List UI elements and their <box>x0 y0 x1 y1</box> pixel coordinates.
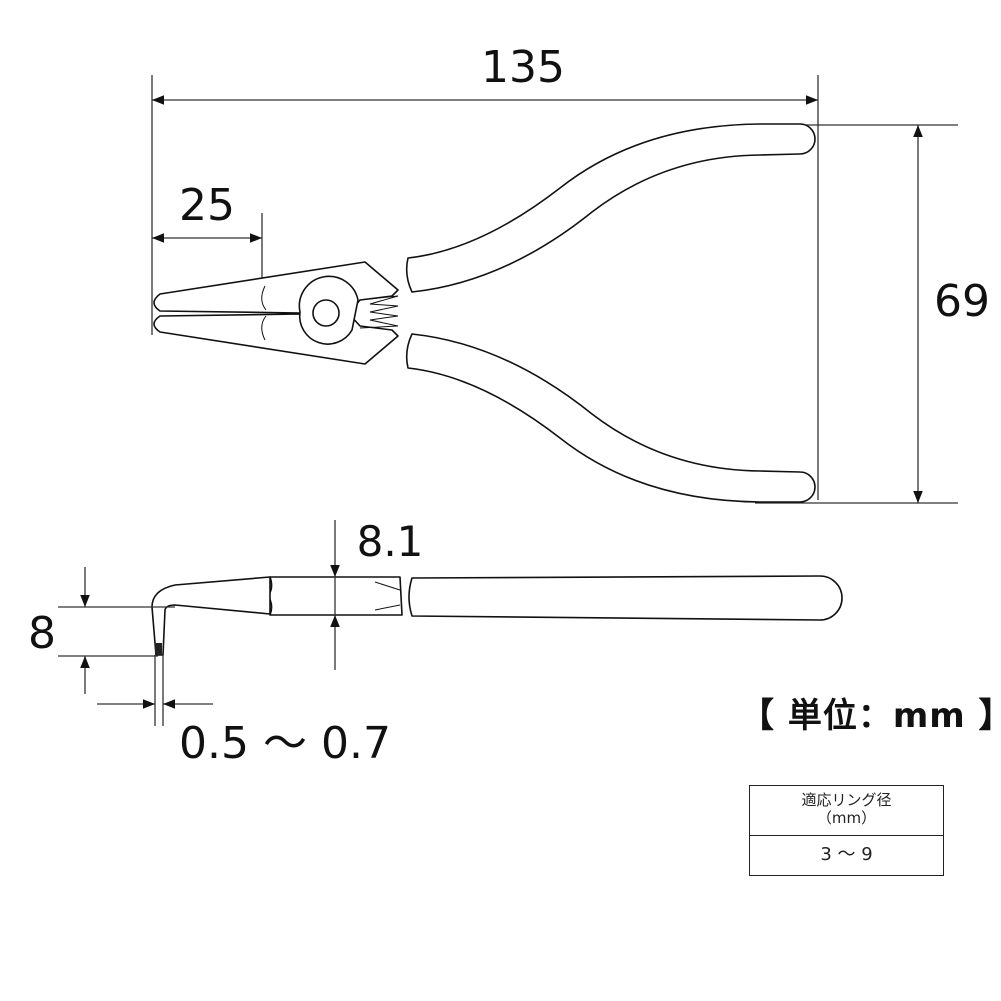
dimension-label-8: 8 <box>28 608 56 659</box>
dimension-overall-width: 69 <box>755 124 990 504</box>
upper-jaw <box>153 261 399 314</box>
dimension-label-tip-diameter: 0.5 ～ 0.7 <box>179 718 391 769</box>
spec-table-value: 3 ～ 9 <box>820 844 873 865</box>
dimension-label-8-1: 8.1 <box>357 517 424 566</box>
dimension-head-thickness: 8.1 <box>330 517 424 670</box>
side-handle <box>408 575 843 621</box>
dimension-tip-length: 8 <box>28 567 175 694</box>
dimension-label-25: 25 <box>179 180 235 231</box>
lower-handle <box>405 333 816 503</box>
dimension-label-69: 69 <box>934 276 990 327</box>
pivot-circle <box>312 299 340 327</box>
plier-side-view <box>151 575 843 656</box>
spring <box>359 295 399 329</box>
spec-table-header-line2: （mm） <box>816 809 877 827</box>
unit-label: 【 単位：mm 】 <box>740 696 1001 736</box>
plier-top-view <box>153 123 816 503</box>
side-bent-tip <box>151 576 271 656</box>
lower-jaw <box>153 313 399 365</box>
spec-table: 適応リング径 （mm） 3 ～ 9 <box>749 785 944 876</box>
spec-table-header-line1: 適応リング径 <box>801 791 892 809</box>
dimension-jaw-length: 25 <box>152 180 263 282</box>
dimension-label-135: 135 <box>481 42 565 93</box>
dimension-overall-length: 135 <box>151 42 819 500</box>
upper-handle <box>405 123 816 293</box>
spec-table-header: 適応リング径 （mm） <box>750 786 943 836</box>
dimension-tip-diameter: 0.5 ～ 0.7 <box>97 655 391 769</box>
